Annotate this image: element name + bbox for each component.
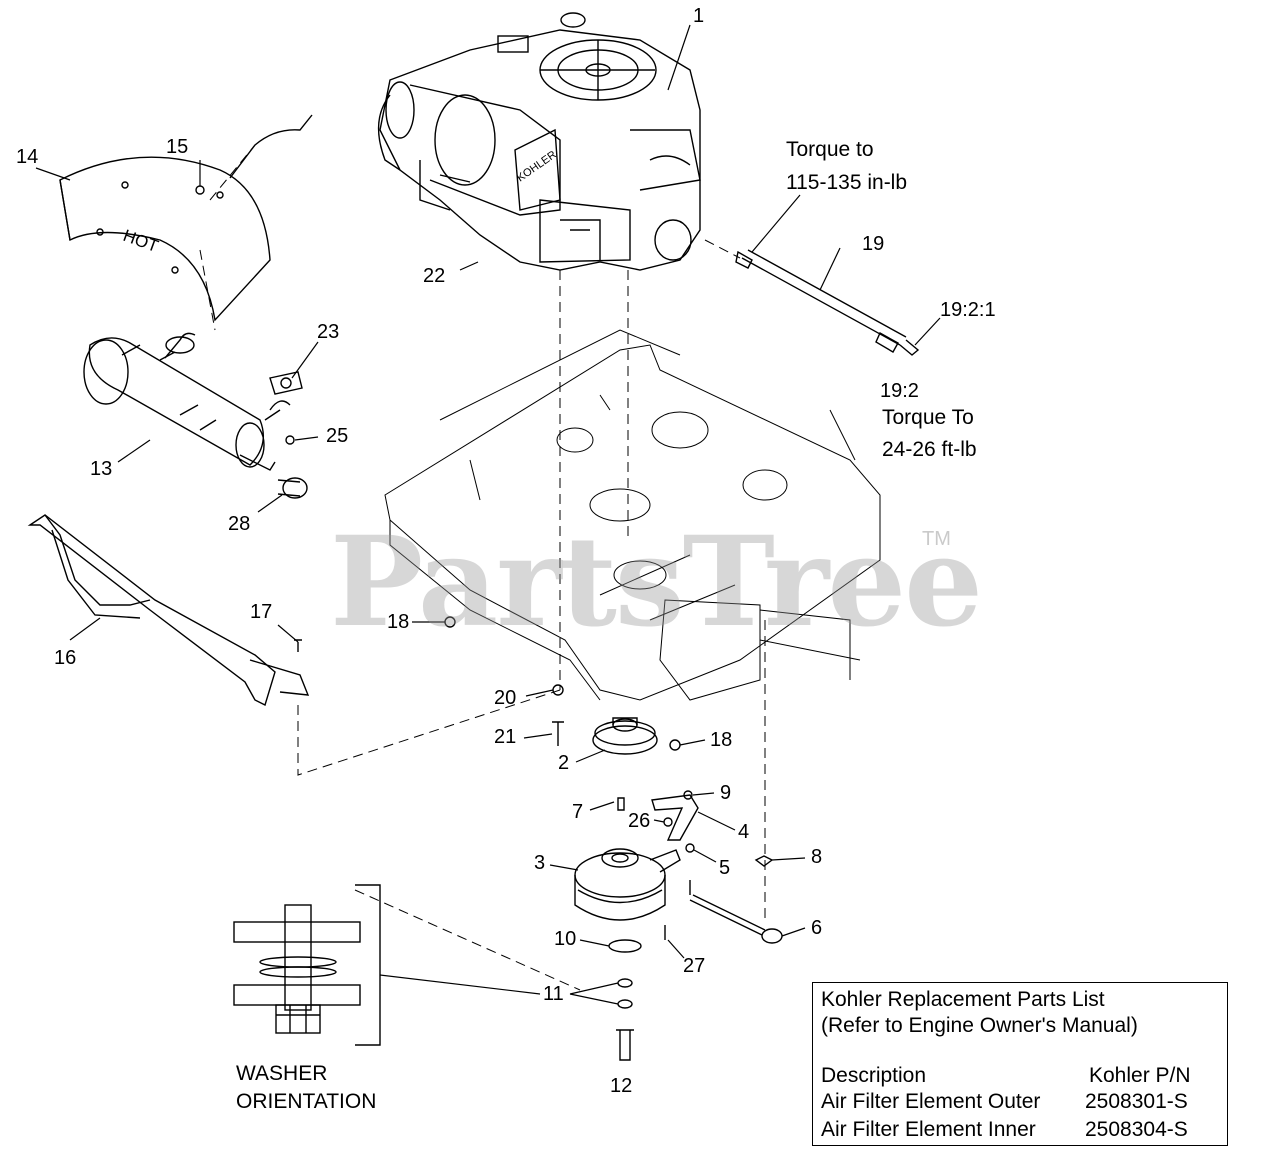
callout-12[interactable]: 12 <box>610 1075 633 1097</box>
frame-assembly <box>384 329 881 701</box>
kohler-parts-list: Kohler Replacement Parts List (Refer to … <box>812 982 1228 1146</box>
callout-25[interactable]: 25 <box>326 425 349 447</box>
nut-part-9[interactable] <box>683 790 693 800</box>
watermark: PartsTree <box>330 510 983 655</box>
hot-label: HOT <box>121 226 161 256</box>
callout-19-2-1[interactable]: 19:2:1 <box>940 299 996 321</box>
muffler-guard-part-16[interactable] <box>27 514 310 706</box>
callout-2[interactable]: 2 <box>558 752 570 774</box>
bracket-part-4[interactable] <box>651 794 699 841</box>
washer-part-10[interactable] <box>608 939 642 953</box>
parts-list-title-line1: Kohler Replacement Parts List <box>821 988 1105 1011</box>
callout-23[interactable]: 23 <box>317 321 340 343</box>
callout-13[interactable]: 13 <box>90 458 113 480</box>
engine-part-1[interactable] <box>377 12 701 271</box>
nut-part-26[interactable] <box>663 817 673 827</box>
washer-orientation-detail <box>233 884 381 1046</box>
parts-list-header-description: Description <box>821 1064 927 1087</box>
callout-16[interactable]: 16 <box>54 647 77 669</box>
parts-list-item-pn[interactable]: 2508304-S <box>1085 1118 1188 1141</box>
callout-27[interactable]: 27 <box>683 955 706 977</box>
callout-15[interactable]: 15 <box>166 136 189 158</box>
key-part-7[interactable] <box>617 797 625 811</box>
callout-6[interactable]: 6 <box>811 917 823 939</box>
torque-note-1-line2: 115-135 in-lb <box>786 171 908 194</box>
trademark-symbol: TM <box>922 528 951 550</box>
callout-5[interactable]: 5 <box>719 857 731 879</box>
torque-note-2-line1: Torque To <box>882 406 974 429</box>
callout-20[interactable]: 20 <box>494 687 517 709</box>
bolt-part-12[interactable] <box>616 1029 634 1061</box>
callout-28[interactable]: 28 <box>228 513 251 535</box>
callout-9[interactable]: 9 <box>720 782 732 804</box>
callout-7[interactable]: 7 <box>572 801 584 823</box>
callout-8[interactable]: 8 <box>811 846 823 868</box>
torque-note-2-line2: 24-26 ft-lb <box>882 438 977 461</box>
parts-list-item-description: Air Filter Element Outer <box>821 1090 1041 1113</box>
callout-21[interactable]: 21 <box>494 726 517 748</box>
bolt-part-21[interactable] <box>552 721 564 746</box>
nut-part-18b[interactable] <box>669 739 681 751</box>
callout-26[interactable]: 26 <box>628 810 651 832</box>
nut-part-25[interactable] <box>285 435 295 445</box>
washer-part-5[interactable] <box>685 843 695 853</box>
rod-part-6[interactable] <box>689 894 783 944</box>
washer-part-11a[interactable] <box>617 978 633 988</box>
callout-19-2[interactable]: 19:2 <box>880 380 919 402</box>
washer-part-20[interactable] <box>552 684 564 696</box>
callout-14[interactable]: 14 <box>16 146 39 168</box>
parts-list-item-description: Air Filter Element Inner <box>821 1118 1036 1141</box>
callout-1[interactable]: 1 <box>693 5 705 27</box>
washer-label-line2: ORIENTATION <box>236 1090 377 1113</box>
muffler-part-13[interactable] <box>83 332 291 471</box>
parts-list-item-pn[interactable]: 2508301-S <box>1085 1090 1188 1113</box>
callout-4[interactable]: 4 <box>738 821 750 843</box>
washer-part-11b[interactable] <box>617 999 633 1009</box>
callout-18a[interactable]: 18 <box>387 611 410 633</box>
gasket-part-23[interactable] <box>269 371 303 395</box>
pulley-part-2[interactable] <box>592 717 658 755</box>
clutch-part-3[interactable] <box>574 848 681 921</box>
oil-drain-hose-part-19[interactable] <box>735 249 920 356</box>
heat-shield-part-14[interactable] <box>59 156 271 322</box>
parts-list-header-pn: Kohler P/N <box>1089 1064 1191 1087</box>
washer-orientation-label: WASHER ORIENTATION <box>236 1060 376 1116</box>
clamp-part-28[interactable] <box>277 477 308 499</box>
torque-note-1-line1: Torque to <box>786 138 874 161</box>
washer-label-line1: WASHER <box>236 1062 328 1085</box>
nut-part-15[interactable] <box>195 185 205 195</box>
callout-17[interactable]: 17 <box>250 601 273 623</box>
kohler-label: KOHLER <box>515 149 559 185</box>
callout-19[interactable]: 19 <box>862 233 885 255</box>
callout-11[interactable]: 11 <box>543 983 564 1005</box>
callout-3[interactable]: 3 <box>534 852 546 874</box>
callout-10[interactable]: 10 <box>554 928 577 950</box>
parts-list-title-line2: (Refer to Engine Owner's Manual) <box>821 1014 1138 1037</box>
nut-part-8[interactable] <box>754 855 774 867</box>
callout-18b[interactable]: 18 <box>710 729 733 751</box>
callout-22[interactable]: 22 <box>423 265 446 287</box>
